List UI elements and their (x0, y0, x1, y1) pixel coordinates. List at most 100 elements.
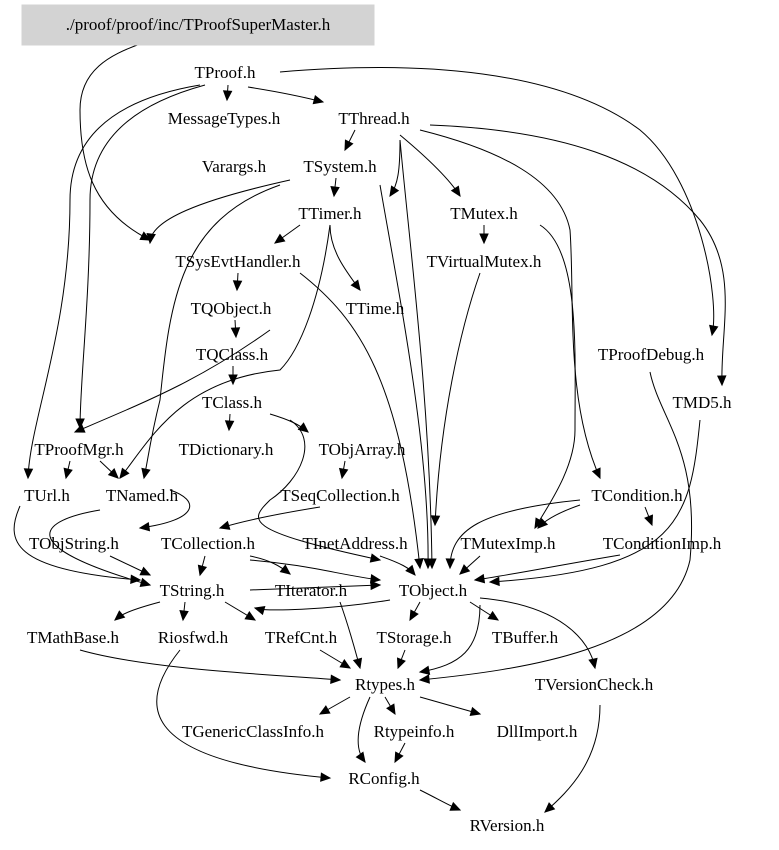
arrowhead-ttimer-to-tnamed (119, 467, 130, 479)
edge-tcondition-to-tobject (449, 499, 581, 569)
edge-tsysevthandler-to-tobject (299, 272, 421, 569)
arrowhead-tcondition-to-tconditionimp (644, 514, 654, 527)
node-tinetaddress[interactable]: TInetAddress.h (302, 534, 408, 553)
arrowhead-tnamed-to-tstring (139, 577, 152, 587)
arrowhead-tconditionimp-to-tobject (473, 573, 486, 584)
node-ttimer[interactable]: TTimer.h (298, 204, 362, 223)
arrowhead-rtypes-to-rtypeinfo (386, 703, 396, 716)
edge-tthread-to-tmutex (399, 134, 461, 197)
arrowhead-tobjstring-to-tstring (139, 566, 152, 576)
edge-rtypes-to-dllimport (419, 696, 481, 715)
arrowhead-tversioncheck-to-rversion (544, 802, 556, 813)
arrowhead-tproof-to-tproofdebug (709, 324, 719, 337)
arrowhead-tsystem-to-tsysevthandler (146, 232, 156, 245)
arrowhead-tthread-to-tsystem (344, 139, 354, 152)
node-tsystem[interactable]: TSystem.h (303, 157, 377, 176)
node-tqclass[interactable]: TQClass.h (196, 345, 269, 364)
arrowhead-tqobject-to-tproofmgr (73, 423, 86, 433)
edge-tproof-to-tthread (247, 86, 324, 103)
node-tproofdebug[interactable]: TProofDebug.h (598, 345, 705, 364)
edge-tobject-to-rtypes (419, 604, 481, 673)
arrowhead-tnamed-to-tobjstring (138, 521, 151, 532)
arrowhead-titerator-to-rtypes (352, 657, 363, 670)
edge-tproof-to-tproofmgr (79, 84, 206, 429)
node-tobject[interactable]: TObject.h (399, 581, 468, 600)
edge-tvirtualmutex-to-tobject (434, 272, 481, 526)
node-tconditionimp[interactable]: TConditionImp.h (603, 534, 722, 553)
edge-titerator-to-rtypes (339, 601, 361, 669)
arrowhead-rtypes-to-dllimport (469, 706, 482, 716)
edge-tthread-to-tobject (399, 139, 433, 569)
node-tthread[interactable]: TThread.h (338, 109, 410, 128)
edge-tsystem-to-tobject (379, 184, 429, 569)
node-tobjarray[interactable]: TObjArray.h (319, 440, 406, 459)
edge-tqobject-to-tproofmgr (74, 329, 271, 433)
node-rconfig[interactable]: RConfig.h (348, 769, 420, 788)
node-tobjstring[interactable]: TObjString.h (29, 534, 119, 553)
edge-root-to-tproof (79, 43, 151, 241)
edge-tproofdebug-to-rtypes (419, 371, 693, 681)
arrowhead-tstring-to-trefcnt (244, 611, 257, 621)
node-rversion[interactable]: RVersion.h (470, 816, 545, 835)
node-dllimport[interactable]: DllImport.h (497, 722, 578, 741)
node-tcondition[interactable]: TCondition.h (591, 486, 683, 505)
arrowhead-tproofmgr-to-tnamed (107, 468, 119, 479)
node-rtypeinfo[interactable]: Rtypeinfo.h (374, 722, 455, 741)
node-tproofmgr[interactable]: TProofMgr.h (34, 440, 124, 459)
node-tmutex[interactable]: TMutex.h (450, 204, 518, 223)
edge-tsystem-to-tnamed (143, 184, 281, 479)
node-tgenericclassinfo[interactable]: TGenericClassInfo.h (182, 722, 325, 741)
arrowhead-tseqcollection-to-tcollection (218, 520, 231, 530)
node-tqobject[interactable]: TQObject.h (191, 299, 272, 318)
node-tseqcollection[interactable]: TSeqCollection.h (280, 486, 400, 505)
node-ttime[interactable]: TTime.h (346, 299, 405, 318)
node-riosfwd[interactable]: Riosfwd.h (158, 628, 229, 647)
arrowhead-tobject-to-tversioncheck (588, 657, 598, 670)
node-trefcnt[interactable]: TRefCnt.h (265, 628, 338, 647)
node-tnamed[interactable]: TNamed.h (106, 486, 179, 505)
node-tbuffer[interactable]: TBuffer.h (492, 628, 559, 647)
node-tsysevthandler[interactable]: TSysEvtHandler.h (175, 252, 301, 271)
node-tversioncheck[interactable]: TVersionCheck.h (535, 675, 654, 694)
node-titerator[interactable]: TIterator.h (275, 581, 348, 600)
arrowhead-tcollection-to-titerator (279, 564, 291, 575)
node-tstorage[interactable]: TStorage.h (376, 628, 452, 647)
root-node[interactable]: ./proof/proof/inc/TProofSuperMaster.h (66, 15, 331, 34)
arrowhead-tcondition-to-tmuteximp (537, 517, 549, 529)
node-tstring[interactable]: TString.h (160, 581, 225, 600)
edge-tstring-to-tobject (249, 584, 381, 591)
arrowhead-ttimer-to-ttime (350, 279, 361, 291)
node-tmd5[interactable]: TMD5.h (672, 393, 732, 412)
arrowhead-rtypeinfo-to-rconfig (394, 751, 404, 764)
arrowhead-tcondition-to-tobject (445, 558, 456, 570)
graph-edges (13, 43, 727, 813)
arrowhead-tmd5-to-tobject (488, 576, 500, 587)
edge-tcollection-to-tobject (249, 559, 381, 581)
edge-tthread-to-tcondition (419, 129, 601, 479)
arrowhead-tqclass-to-tclass (228, 374, 238, 386)
node-varargs[interactable]: Varargs.h (202, 157, 267, 176)
arrowhead-tthread-to-tcondition (591, 467, 601, 480)
graph-nodes: ./proof/proof/inc/TProofSuperMaster.h TP… (21, 4, 732, 835)
node-turl[interactable]: TUrl.h (24, 486, 70, 505)
node-tclass[interactable]: TClass.h (202, 393, 262, 412)
arrowhead-tthread-to-ttimer (389, 185, 400, 198)
arrowhead-riosfwd-to-rconfig (320, 772, 332, 782)
node-tvirtualmutex[interactable]: TVirtualMutex.h (427, 252, 542, 271)
edge-tmd5-to-tobject (489, 419, 701, 583)
arrowhead-tproofmgr-to-turl (63, 467, 73, 480)
edge-ttimer-to-ttime (329, 224, 361, 291)
arrowhead-tobjarray-to-tseqcollection (338, 467, 349, 480)
arrowhead-tproof-to-turl (23, 468, 34, 480)
edge-tmathbase-to-rtypes (79, 649, 341, 681)
node-tcollection[interactable]: TCollection.h (161, 534, 255, 553)
arrowhead-tvirtualmutex-to-tobject (430, 515, 441, 527)
arrowhead-tstring-to-riosfwd (179, 610, 189, 622)
arrowhead-tcollection-to-tstring (197, 564, 208, 577)
node-tproof[interactable]: TProof.h (195, 63, 256, 82)
node-tdictionary[interactable]: TDictionary.h (179, 440, 274, 459)
node-tmathbase[interactable]: TMathBase.h (27, 628, 120, 647)
node-tmuteximp[interactable]: TMutexImp.h (461, 534, 556, 553)
node-messagetypes[interactable]: MessageTypes.h (168, 109, 281, 128)
node-rtypes[interactable]: Rtypes.h (355, 675, 415, 694)
